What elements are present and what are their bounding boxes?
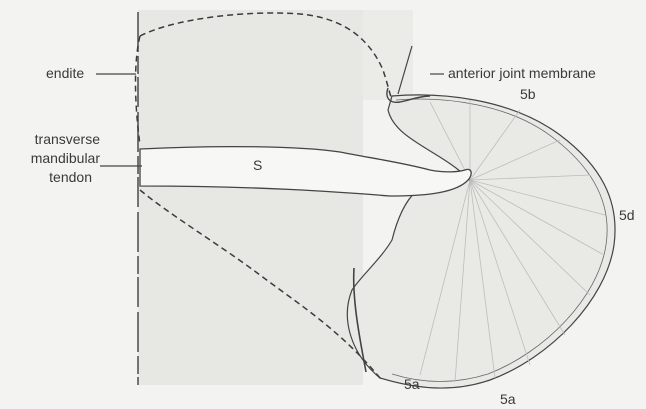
label-tendon-line2: mandibular — [8, 151, 100, 166]
label-5a-outer: 5a — [500, 392, 516, 407]
label-tendon-line1: transverse — [8, 132, 100, 147]
muscle-fan-outline — [347, 95, 615, 388]
label-tendon-line3: tendon — [8, 170, 92, 185]
label-endite: endite — [46, 66, 84, 81]
specimen-panel — [138, 10, 363, 385]
label-sclerite-s: S — [253, 158, 262, 173]
label-anterior-joint-membrane: anterior joint membrane — [448, 66, 596, 81]
label-5d: 5d — [619, 208, 635, 223]
label-5a-inner: 5a — [404, 377, 420, 392]
label-5b: 5b — [520, 87, 536, 102]
